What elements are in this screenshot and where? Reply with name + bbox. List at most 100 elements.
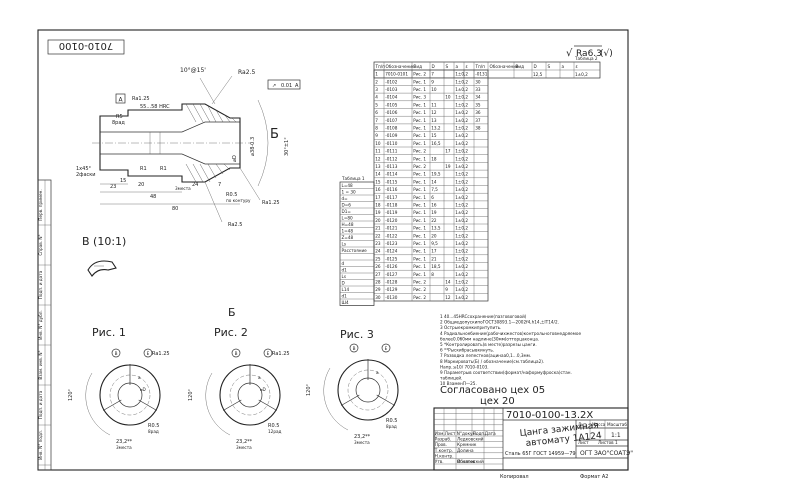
title-role: Н.контр. — [435, 453, 454, 458]
detail-profile — [87, 260, 117, 277]
table1-cell: 14 — [375, 172, 381, 177]
figure-mesto: 3места — [236, 445, 252, 450]
table1-cell: 18 — [431, 156, 437, 161]
table1-params-frame — [339, 181, 375, 306]
title-role-header: Дата — [485, 431, 496, 436]
figure-angle: 120° — [188, 388, 194, 401]
title-role-header: N°докум. — [457, 431, 477, 436]
table1-cell: 8 — [375, 126, 378, 131]
table1-cell: 11 — [375, 149, 381, 154]
note-line: Напр.;⌀10/ 7010-0103. — [440, 364, 489, 369]
table1-cell: Рис. 1 — [413, 264, 426, 269]
table1-cell: -0128 — [385, 280, 398, 285]
tolerance-value: 0.01 — [281, 83, 292, 89]
table1-cell: Рис. 1 — [413, 210, 426, 215]
table1-cell: Рис. 1 — [413, 272, 426, 277]
table1-cell: 14 — [445, 280, 451, 285]
table1-cell: 6 — [431, 195, 434, 200]
table1-cell: 1±0,2 — [455, 172, 468, 177]
figure-radius-note: 12рад — [268, 429, 282, 434]
table1-cell: -0111 — [385, 149, 398, 154]
table1-cell: 1±0,2 — [455, 249, 468, 254]
doc-number-rotated: 7010-0100 — [59, 40, 114, 51]
title-block-frame — [433, 407, 629, 471]
table1-cell: 7 — [375, 118, 378, 123]
table1-cell: 1±0,2 — [455, 118, 468, 123]
dim-20: 20 — [138, 182, 144, 188]
table2-header: а — [456, 64, 459, 69]
table1-param: D — [342, 281, 345, 286]
table2-header: ε — [466, 64, 468, 69]
r5-label: R5 — [116, 114, 123, 120]
figure-mark: B — [353, 346, 356, 351]
table1-cell: 23 — [375, 241, 381, 246]
table1-cell: Рис. 1 — [413, 172, 426, 177]
figure-mark: E — [147, 351, 150, 356]
table1-cell: 12 — [375, 156, 381, 161]
table1-cell: 14 — [431, 179, 437, 184]
angle-30: 30°±1° — [284, 137, 290, 156]
table1-cell: 11 — [431, 102, 437, 107]
table1-cell: 16,5 — [431, 141, 441, 146]
table1-cell: -0130 — [385, 295, 398, 300]
figure-a: а — [258, 375, 261, 380]
format-label: Формат А2 — [580, 474, 608, 480]
table1-cell: 16 — [375, 187, 381, 192]
margin-label: Взам. инв. N° — [38, 350, 43, 379]
table1-cell: 26 — [375, 264, 381, 269]
figure-radius-note: 8рад — [386, 424, 397, 429]
table1-cell: -0127 — [385, 272, 398, 277]
figure-ra: Ra1.25 — [152, 351, 170, 357]
section-b-label: Б — [228, 306, 236, 319]
table1-cell: Рис. 1 — [413, 126, 426, 131]
table1-cell: -0106 — [385, 110, 398, 115]
dim-15: 15 — [120, 178, 126, 184]
margin-label: Инв. N° дубл. — [38, 310, 43, 340]
table1-cell: 1±0,2 — [455, 156, 468, 161]
table1-cell: 27 — [375, 272, 381, 277]
table1-param: 1 = 30 — [342, 190, 356, 195]
table1-cell: 10 — [375, 141, 381, 146]
table1-cell: Рис. 2 — [413, 295, 426, 300]
table1-param: Ls — [342, 274, 347, 279]
table1-cell: 12 — [431, 110, 437, 115]
table1-cell: 10 — [431, 87, 437, 92]
figure-radius: R0.5 — [386, 418, 397, 424]
title-person-name: Долина — [457, 448, 474, 453]
leader-ra-right — [239, 167, 261, 201]
main-section-view: A 10°@15' Ra2.5 ↗ 0.01 A Ra1.25 55...58 … — [76, 67, 301, 228]
table1-cell: 1±0,2 — [455, 72, 468, 77]
table1-cell: 13 — [431, 118, 437, 123]
table1-cell: 1±0,2 — [455, 226, 468, 231]
dia-38: ⌀38-0.3 — [250, 137, 256, 156]
table1-cell: Рис. 1 — [413, 241, 426, 246]
table1-cell: 33 — [475, 87, 481, 92]
table1-cell: 1±0,2 — [455, 272, 468, 277]
figure-a: а — [376, 370, 379, 375]
table2-header: Вид — [516, 64, 525, 69]
table1-cell: 13,5 — [431, 226, 441, 231]
roughness-symbol: √ Ra6.3 (√) — [566, 45, 613, 59]
table1-label: Таблица 1 — [341, 176, 365, 181]
table1-cell: -0103 — [385, 87, 398, 92]
table1-cell: 12 — [445, 295, 451, 300]
note-line: 8 Маркировать(Б) / обозначение(см.таблиц… — [440, 359, 544, 364]
figure-mark-circle — [263, 348, 273, 358]
table1-cell: 18 — [375, 203, 381, 208]
tolerance-symbol: ↗ — [272, 83, 276, 89]
table2-header: Вид — [414, 64, 423, 69]
note-line: более0.060мм надлине(30мм)отторцаконца. — [440, 336, 539, 341]
mesto-label: 3места — [175, 186, 191, 191]
left-margin-strip — [37, 179, 52, 471]
note-line: 10 ВзаменП—25. — [440, 381, 477, 386]
scale-value: 1:1 — [611, 432, 621, 439]
table1-cell: 1 — [375, 72, 378, 77]
table1-cell: 9,5 — [431, 241, 438, 246]
dim-80: 80 — [172, 206, 178, 212]
hatch-bottom — [185, 163, 231, 183]
table1-param: L=80 — [342, 216, 354, 221]
r1b-label: R1 — [160, 166, 167, 172]
table1-cell: 38 — [475, 126, 481, 131]
